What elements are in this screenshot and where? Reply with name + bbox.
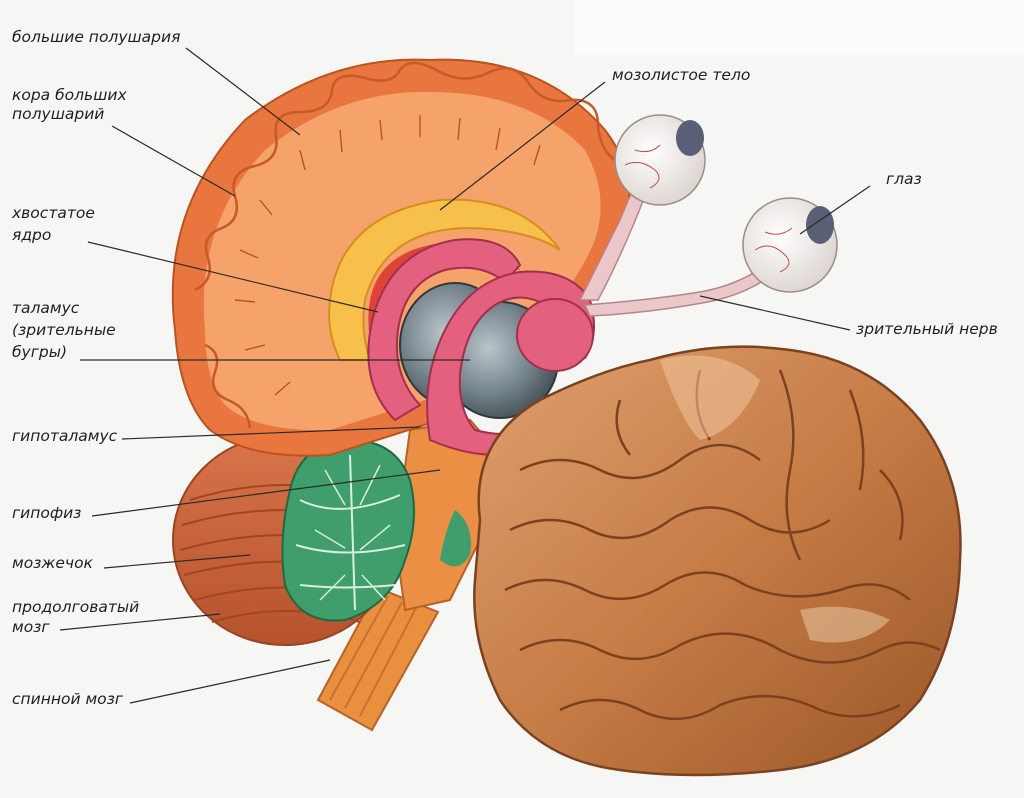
label-spinal-cord: спинной мозг — [12, 690, 124, 708]
caudate-nucleus-shape — [367, 238, 595, 456]
label-medulla-line1: продолговатый — [12, 598, 140, 616]
outer-brain-shape — [473, 345, 962, 777]
label-cerebellum: мозжечок — [12, 554, 93, 572]
blank-patch — [575, 0, 1024, 55]
label-cortex-line1: кора больших — [12, 86, 127, 104]
label-optic-nerve: зрительный нерв — [856, 320, 998, 338]
eye-upper-shape — [614, 114, 706, 206]
label-hypothalamus: гипоталамус — [12, 427, 118, 445]
label-thalamus-line2: (зрительные — [12, 321, 116, 339]
label-eye: глаз — [886, 170, 922, 188]
label-medulla-line2: мозг — [12, 618, 50, 636]
label-thalamus-line3: бугры) — [12, 343, 67, 361]
spinal-cord-shape — [316, 586, 440, 732]
green-patch — [440, 510, 471, 567]
leader-lines — [59, 47, 871, 704]
label-corpus-callosum: мозолистое тело — [612, 66, 751, 84]
eye-lower-shape — [742, 197, 838, 293]
label-cortex-line2: полушарий — [12, 105, 105, 123]
label-caudate-line2: ядро — [12, 226, 52, 244]
cerebellum-arbor-shape — [281, 438, 415, 622]
label-pituitary: гипофиз — [12, 504, 82, 522]
label-caudate-line1: хвостатое — [12, 204, 95, 222]
label-thalamus-line1: таламус — [12, 299, 80, 317]
label-cerebral-hemispheres: большие полушария — [12, 28, 181, 46]
